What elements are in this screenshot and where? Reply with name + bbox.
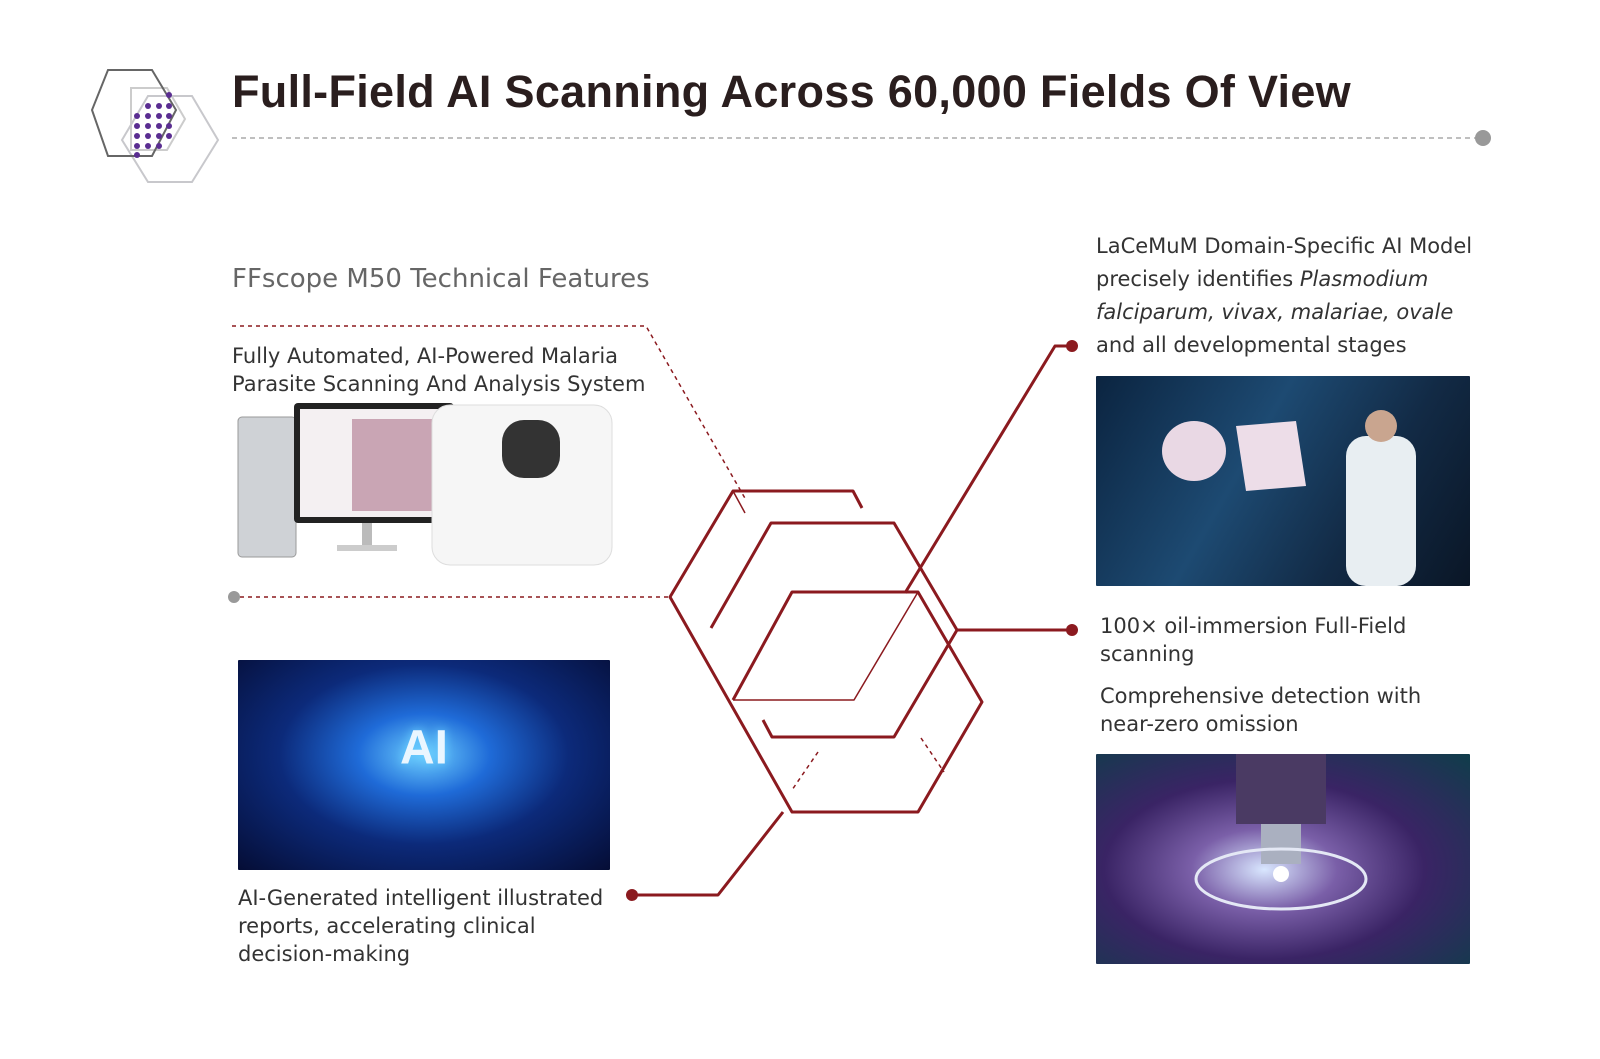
text-line: Fully Automated, AI-Powered Malaria bbox=[232, 344, 619, 368]
left-dot bbox=[228, 591, 240, 603]
text-line: scanning bbox=[1100, 642, 1195, 666]
dot-model bbox=[1066, 340, 1078, 352]
species-text: falciparum, vivax, malariae, ovale bbox=[1096, 300, 1454, 324]
text-line: and all developmental stages bbox=[1096, 333, 1407, 357]
ai-image: AI bbox=[238, 660, 610, 870]
hexagon-dots-logo-icon bbox=[90, 69, 220, 183]
dot-report bbox=[626, 889, 638, 901]
ai-image-label: AI bbox=[400, 721, 448, 775]
page-title: Full-Field AI Scanning Across 60,000 Fie… bbox=[232, 66, 1351, 117]
section-subtitle: FFscope M50 Technical Features bbox=[232, 264, 650, 294]
feature-scanning: 100× oil-immersion Full-Field scanning bbox=[1100, 612, 1406, 668]
hexagons bbox=[632, 344, 1072, 897]
feature-detection: Comprehensive detection with near-zero o… bbox=[1100, 682, 1421, 738]
text-line: 100× oil-immersion Full-Field bbox=[1100, 614, 1407, 638]
text-line: LaCeMuM Domain-Specific AI Model bbox=[1096, 234, 1473, 258]
dot-scan bbox=[1066, 624, 1078, 636]
feature-automated: Fully Automated, AI-Powered Malaria Para… bbox=[232, 342, 645, 398]
text-line: AI-Generated intelligent illustrated bbox=[238, 886, 604, 910]
divider-end-dot bbox=[1475, 130, 1491, 146]
scientist-image bbox=[1096, 376, 1470, 586]
text-line: Comprehensive detection with bbox=[1100, 684, 1422, 708]
species-text: Plasmodium bbox=[1299, 267, 1429, 291]
feature-ai-model: LaCeMuM Domain-Specific AI Model precise… bbox=[1096, 230, 1472, 362]
text-line: reports, accelerating clinical bbox=[238, 914, 536, 938]
device-image bbox=[232, 395, 622, 575]
feature-reports: AI-Generated intelligent illustrated rep… bbox=[238, 884, 603, 968]
text-line: Parasite Scanning And Analysis System bbox=[232, 372, 646, 396]
text-line: decision-making bbox=[238, 942, 411, 966]
microscope-image bbox=[1096, 754, 1470, 964]
text-line: near-zero omission bbox=[1100, 712, 1299, 736]
text-line: precisely identifies bbox=[1096, 267, 1300, 291]
